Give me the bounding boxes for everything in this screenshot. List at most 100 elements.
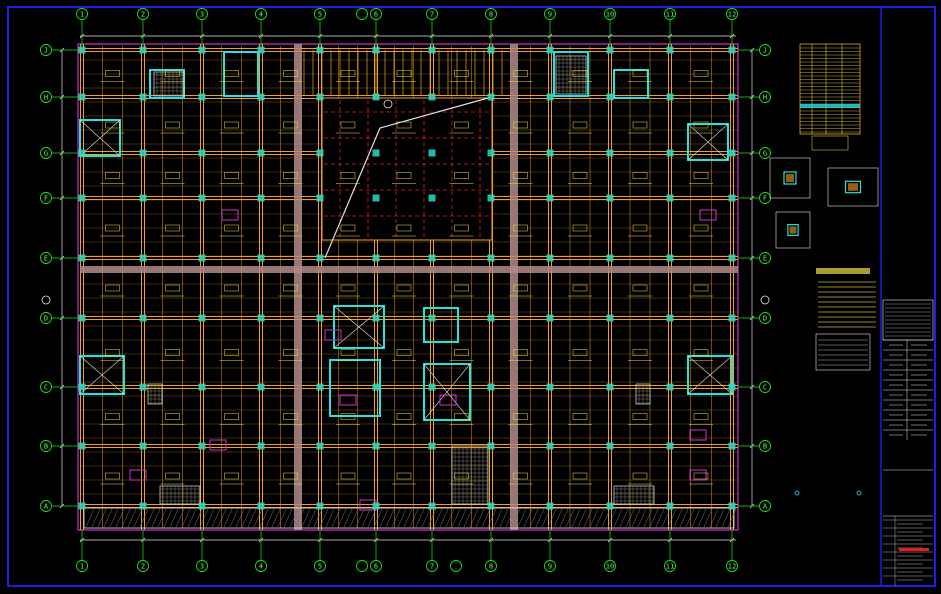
axis-label-left: B (44, 443, 48, 451)
strip-hatch (571, 508, 581, 528)
strip-hatch (469, 508, 479, 528)
beam-tag (224, 70, 239, 77)
node-detail (827, 167, 879, 207)
title-block (882, 299, 934, 586)
column (606, 149, 614, 157)
shear-wall (423, 307, 459, 343)
strip-hatch (121, 508, 131, 528)
strip-hatch (247, 508, 257, 528)
slab-outline (77, 43, 739, 531)
beam-tag (283, 472, 298, 480)
section-marker (760, 295, 770, 305)
axis-label-top: 3 (200, 11, 204, 19)
beam-tag (632, 413, 648, 420)
strip-hatch (271, 508, 281, 528)
beam-tag (105, 349, 120, 356)
beam-tag (693, 224, 709, 232)
axis-label-bottom: 8 (489, 563, 493, 571)
column (728, 194, 736, 202)
marker-dot (856, 490, 862, 496)
axis-label-top: 7 (430, 11, 434, 19)
magenta-mark (324, 329, 342, 341)
strip-hatch (235, 508, 245, 528)
strip-hatch (223, 508, 233, 528)
strip-hatch (187, 508, 197, 528)
node-fill (848, 183, 858, 191)
column (666, 314, 674, 322)
axis-label-right: G (763, 150, 767, 158)
strip-hatch (511, 508, 521, 528)
column (139, 314, 147, 322)
axis-label-top: 4 (259, 11, 263, 19)
axis-label-top: 6 (374, 11, 378, 19)
column (428, 314, 436, 322)
strip-hatch (589, 508, 599, 528)
column (666, 46, 674, 54)
column (487, 314, 495, 322)
strip-hatch (421, 508, 431, 528)
axis-bubble (726, 8, 738, 20)
beam-tag (340, 413, 356, 420)
beam-tag (105, 172, 120, 179)
node-fill (789, 226, 797, 234)
column (428, 442, 436, 450)
floor-plan (77, 43, 739, 531)
column (316, 194, 324, 202)
strip-hatch (133, 508, 143, 528)
central-opening (321, 97, 493, 241)
magenta-mark (689, 429, 707, 441)
bottom-strip (83, 507, 735, 529)
beam-tag (165, 224, 180, 232)
beam-tag (224, 472, 239, 480)
column (316, 254, 324, 262)
beam-tag (513, 70, 528, 77)
strip-hatch (415, 508, 425, 528)
column (372, 502, 380, 510)
column (257, 254, 265, 262)
beam-tag (572, 70, 588, 77)
axis-label-left: H (44, 94, 48, 102)
axis-bubble (604, 8, 616, 20)
column (372, 314, 380, 322)
column (666, 254, 674, 262)
column (487, 194, 495, 202)
column (606, 46, 614, 54)
axis-bubble (426, 8, 438, 20)
axis-bubble (726, 560, 738, 572)
axis-bubble (40, 91, 52, 103)
strip-hatch (169, 508, 179, 528)
strip-hatch (211, 508, 221, 528)
beam-tag (224, 121, 239, 129)
wall-cross (333, 305, 385, 349)
beam-tag (454, 472, 469, 480)
axis-bubble (759, 147, 771, 159)
column (198, 194, 206, 202)
strip-hatch (301, 508, 311, 528)
strip-hatch (463, 508, 473, 528)
column (198, 383, 206, 391)
axis-bubble (450, 560, 462, 572)
column (198, 254, 206, 262)
strip-hatch (265, 508, 275, 528)
axis-label-left: J (44, 47, 48, 55)
column (316, 502, 324, 510)
strip-hatch (403, 508, 413, 528)
column (428, 383, 436, 391)
axis-label-right: B (763, 443, 767, 451)
beam-tag (396, 349, 412, 356)
beam-tag (693, 70, 709, 77)
column (666, 383, 674, 391)
column (139, 46, 147, 54)
beam-tag (340, 70, 356, 77)
strip-hatch (523, 508, 533, 528)
axis-label-top: 1 (80, 11, 84, 19)
beam-tag (165, 172, 180, 179)
beam-tag (340, 224, 356, 232)
section-marker (383, 99, 393, 109)
beam-tag (105, 284, 120, 292)
magenta-mark (339, 394, 357, 406)
strip-hatch (553, 508, 563, 528)
axis-label-right: H (763, 94, 767, 102)
column (78, 254, 86, 262)
